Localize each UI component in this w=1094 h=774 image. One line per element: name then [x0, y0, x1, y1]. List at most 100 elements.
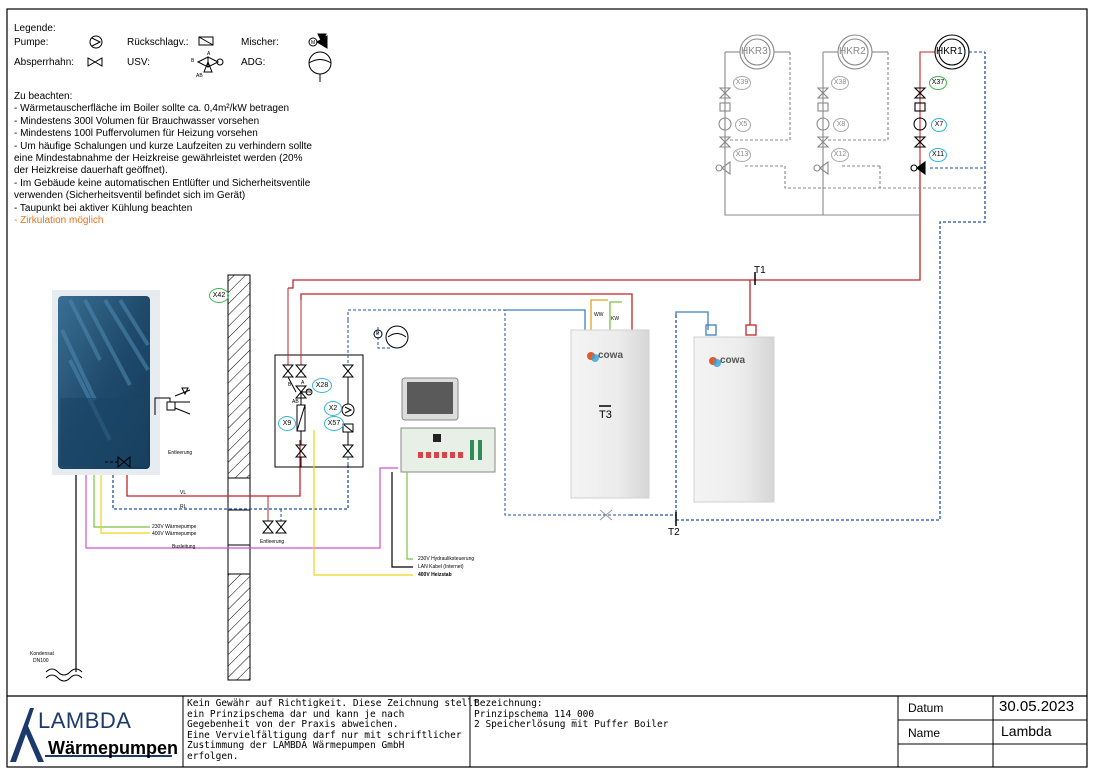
notes-line: - Mindestens 300l Volumen für Brauchwass… — [14, 115, 260, 127]
bezeichnung-block: Bezeichnung: Prinzipschema 114_000 2 Spe… — [474, 698, 668, 731]
pump-symbol-icon — [89, 35, 103, 49]
sensor-badge: X37 — [929, 76, 947, 90]
rl-label: RL — [180, 504, 187, 510]
legend-usv-ab: AB — [196, 73, 203, 79]
bus-line — [85, 467, 398, 549]
heat-pump-unit — [52, 290, 160, 475]
hydraulic-module — [274, 288, 364, 468]
kw-label: KW — [611, 316, 620, 322]
notes-highlight: - Zirkulation möglich — [14, 215, 104, 227]
vl-label: VL — [180, 490, 187, 496]
legend-usv-a: A — [207, 51, 211, 57]
legend-title: Legende: — [14, 23, 56, 34]
usv-a-label: A — [301, 380, 305, 386]
title-block-grid — [182, 696, 1087, 767]
disclaimer-line: Kein Gewähr auf Richtigkeit. Diese Zeich… — [187, 698, 479, 709]
usv-m-label: M — [307, 389, 312, 395]
outer-frame — [6, 8, 1088, 768]
notes-line: - Um häufige Schalungen und kurze Laufze… — [14, 140, 312, 152]
circuit-hkr1 — [910, 34, 985, 176]
vl-pipe — [126, 440, 301, 497]
pump-badge: X8 — [833, 118, 849, 132]
t2-valve — [599, 509, 613, 521]
name-label: Name — [908, 726, 941, 740]
legend-pump-label: Pumpe: — [14, 37, 49, 48]
wall-drain-valves — [261, 496, 288, 534]
buffer-tank — [693, 336, 775, 503]
logo-sub: Wärmepumpen — [48, 738, 179, 758]
notes-line: - Taupunkt bei aktiver Kühlung beachten — [14, 202, 193, 214]
busleitung-label: Busleitung — [172, 544, 196, 550]
name-value: Lambda — [1001, 723, 1052, 739]
x2-badge: X2 — [324, 401, 342, 416]
mixer-badge: X11 — [929, 148, 947, 162]
datum-value: 30.05.2023 — [999, 698, 1075, 715]
supply-main — [288, 160, 921, 330]
notes-line: eine Mindestabnahme der Heizkreise gewäh… — [14, 153, 303, 165]
circuit-hkr2 — [813, 34, 889, 176]
control-lines — [313, 430, 413, 576]
legend-mixer-label: Mischer: — [241, 37, 279, 48]
tank-brand-ww: cowa — [598, 350, 624, 361]
x28-badge: X28 — [312, 378, 332, 393]
adg-symbol-icon — [308, 51, 332, 82]
usv-b-label: B — [288, 382, 292, 388]
notes-line: verwenden (Sicherheitsventil befindet si… — [14, 190, 246, 202]
check-valve-symbol-icon — [198, 36, 214, 46]
hot-water-tank — [570, 329, 650, 499]
legend-usv-b: B — [191, 58, 195, 64]
mixer-badge: X13 — [733, 148, 751, 162]
disclaimer-line: Gegebenheit von der Praxis abweichen. — [187, 719, 399, 730]
x9-badge: X9 — [278, 416, 296, 431]
control-display — [401, 377, 459, 421]
sensor-badge: X39 — [733, 76, 751, 90]
notes-line: - Mindestens 100l Puffervolumen für Heiz… — [14, 128, 258, 140]
ctrl-lan-label: LAN Kabel (Internet) — [418, 564, 464, 570]
disclaimer-line: ein Prinzipschema dar und kann je nach — [187, 708, 405, 720]
sensor-badge: X38 — [831, 76, 849, 90]
usv-ab-label: AB — [292, 399, 299, 405]
logo-main: LAMBDA — [38, 708, 132, 733]
mixer-symbol-icon — [308, 33, 328, 49]
disclaimer-line: Eine Vervielfältigung darf nur mit schri… — [187, 729, 462, 741]
condensate-drain — [45, 668, 83, 682]
building-wall — [227, 274, 251, 681]
pump-badge: X7 — [931, 118, 947, 132]
hkr3-label: HKR3 — [741, 46, 768, 57]
legend-mixer-m: M — [311, 40, 316, 46]
notes-line: - Wärmetauscherfläche im Boiler sollte c… — [14, 103, 290, 115]
ctrl-400-label: 400V Heizstab — [418, 572, 452, 578]
circuit-hkr3 — [715, 34, 791, 176]
x42-badge: X42 — [209, 288, 229, 303]
usv-symbol-icon — [196, 56, 224, 73]
disclaimer-line: erfolgen. — [187, 750, 239, 762]
ww-label: WW — [594, 312, 604, 318]
hkr1-label: HKR1 — [936, 46, 963, 57]
heating-circuits-group — [715, 34, 985, 216]
notes-line: - Im Gebäude keine automatischen Entlüft… — [14, 177, 311, 189]
t2-label: T2 — [668, 527, 680, 538]
dn-label: DN100 — [33, 658, 49, 664]
ww-pipe — [590, 299, 608, 330]
disclaimer-text: Kein Gewähr auf Richtigkeit. Diese Zeich… — [187, 698, 479, 762]
hkr2-label: HKR2 — [839, 46, 866, 57]
kondensat-label: Kondensat — [30, 651, 54, 657]
power-wp-400-label: 400V Wärmepumpe — [152, 531, 197, 537]
rl-pipe — [112, 463, 349, 510]
tank-brand-buffer: cowa — [720, 355, 746, 366]
mixer-badge: X12 — [831, 148, 849, 162]
entleerung-unit-label: Entleerung — [168, 450, 193, 456]
notes-line: der Heizkreise dauerhaft geöffnet). — [14, 165, 168, 177]
expansion-safety-symbol — [154, 387, 191, 415]
adg-vessel — [347, 309, 630, 516]
lambda-logo-mark — [10, 708, 172, 762]
legend-check-valve-label: Rückschlagv.: — [127, 37, 189, 48]
x57-badge: X57 — [324, 416, 344, 431]
drain-valve-unit — [105, 455, 131, 469]
datum-label: Datum — [908, 701, 944, 715]
notes-block: Zu beachten: - Wärmetauscherfläche im Bo… — [14, 91, 312, 227]
control-board — [400, 427, 496, 473]
disclaimer-line: Zustimmung der LAMBDA Wärmepumpen GmbH — [187, 740, 405, 751]
hp-power-lines — [75, 467, 398, 672]
